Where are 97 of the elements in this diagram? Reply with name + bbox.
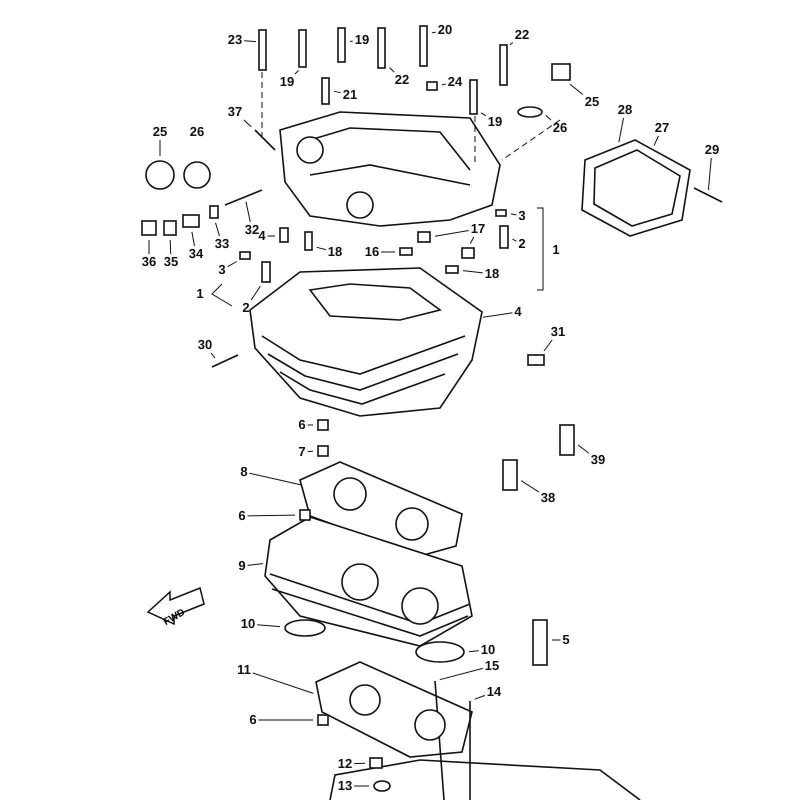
leader-line xyxy=(544,340,553,352)
callout-number: 23 xyxy=(228,33,242,47)
callout-number: 6 xyxy=(298,418,306,432)
callout-number: 36 xyxy=(142,255,156,269)
callout-number: 13 xyxy=(338,779,352,793)
callout-number: 11 xyxy=(237,663,251,677)
leader-line xyxy=(708,158,712,190)
callout-number: 2 xyxy=(518,237,526,251)
callout-number: 38 xyxy=(540,491,556,505)
leader-line xyxy=(215,222,220,236)
leader-line xyxy=(434,230,470,237)
callout-number: 12 xyxy=(338,757,352,771)
callout-number: 8 xyxy=(240,465,248,479)
callout-number: 18 xyxy=(484,267,500,281)
leader-line xyxy=(389,67,394,72)
callout-number: 10 xyxy=(240,617,256,631)
leader-line xyxy=(247,563,264,566)
leader-line xyxy=(252,672,314,694)
leader-line xyxy=(244,40,256,42)
callout-number: 1 xyxy=(552,243,560,257)
callout-number: 3 xyxy=(218,263,226,277)
leader-line xyxy=(170,240,172,254)
leader-line xyxy=(654,136,659,146)
callout-number: 31 xyxy=(550,325,566,339)
callout-number: 6 xyxy=(249,713,257,727)
callout-number: 19 xyxy=(354,33,370,47)
callout-number: 2 xyxy=(242,301,250,315)
callout-number: 33 xyxy=(214,237,230,251)
callout-number: 27 xyxy=(654,121,670,135)
leader-line xyxy=(227,261,238,268)
callout-number: 32 xyxy=(244,223,260,237)
callout-number: 5 xyxy=(562,633,570,647)
leader-line xyxy=(256,624,280,628)
leader-line xyxy=(462,270,484,274)
callout-number: 22 xyxy=(394,73,410,87)
leader-line xyxy=(250,286,261,300)
leader-line xyxy=(441,84,446,86)
leader-line xyxy=(307,450,314,452)
leader-line xyxy=(474,695,486,700)
leader-line xyxy=(480,112,486,116)
leader-line xyxy=(316,246,326,250)
leader-line xyxy=(569,84,584,95)
callout-number: 15 xyxy=(484,659,500,673)
callout-number: 24 xyxy=(448,75,462,89)
callout-number: 35 xyxy=(164,255,178,269)
callout-number: 1 xyxy=(196,287,204,301)
leader-line xyxy=(468,650,480,652)
leader-line xyxy=(246,201,251,222)
callout-number: 17 xyxy=(470,222,486,236)
callout-number: 25 xyxy=(152,125,168,139)
callout-number: 39 xyxy=(590,453,606,467)
direction-label: FWD xyxy=(162,607,187,628)
leader-line xyxy=(520,480,540,492)
callout-number: 26 xyxy=(190,125,204,139)
leader-line xyxy=(243,120,252,128)
leader-line xyxy=(249,472,302,486)
leader-line xyxy=(191,231,195,246)
leader-line xyxy=(294,70,299,74)
leader-line xyxy=(210,352,216,358)
callout-number: 34 xyxy=(188,247,204,261)
callout-number: 6 xyxy=(238,509,246,523)
leader-line xyxy=(247,514,296,516)
callout-number: 7 xyxy=(298,445,306,459)
callout-number: 37 xyxy=(228,105,242,119)
callout-number: 21 xyxy=(342,88,358,102)
leader-line xyxy=(578,444,590,454)
leader-line xyxy=(439,668,484,680)
leader-line xyxy=(510,213,517,216)
callout-number: 3 xyxy=(518,209,526,223)
leader-line xyxy=(509,42,514,46)
leader-line xyxy=(333,90,342,94)
callout-number: 10 xyxy=(480,643,496,657)
callout-number: 28 xyxy=(618,103,632,117)
callout-number: 25 xyxy=(584,95,600,109)
leader-line xyxy=(482,312,513,318)
callout-number: 4 xyxy=(258,229,266,243)
leader-line xyxy=(431,32,436,34)
callout-number: 26 xyxy=(552,121,568,135)
callout-number: 29 xyxy=(704,143,720,157)
leader-line xyxy=(307,424,314,426)
leader-line xyxy=(545,114,552,120)
callout-number: 14 xyxy=(486,685,502,699)
callout-number: 9 xyxy=(238,559,246,573)
callout-number: 20 xyxy=(438,23,452,37)
leader-line xyxy=(512,238,517,242)
callout-number: 18 xyxy=(328,245,342,259)
leader-line xyxy=(350,40,354,42)
leader-line xyxy=(148,240,150,254)
callout-number: 19 xyxy=(488,115,502,129)
callout-number: 22 xyxy=(514,28,530,42)
callout-number: 19 xyxy=(280,75,294,89)
leader-line xyxy=(618,118,624,143)
leader-line xyxy=(354,762,366,764)
leader-line xyxy=(470,236,474,244)
callout-number: 30 xyxy=(198,338,212,352)
callout-number: 4 xyxy=(514,305,522,319)
callout-number: 16 xyxy=(364,245,380,259)
